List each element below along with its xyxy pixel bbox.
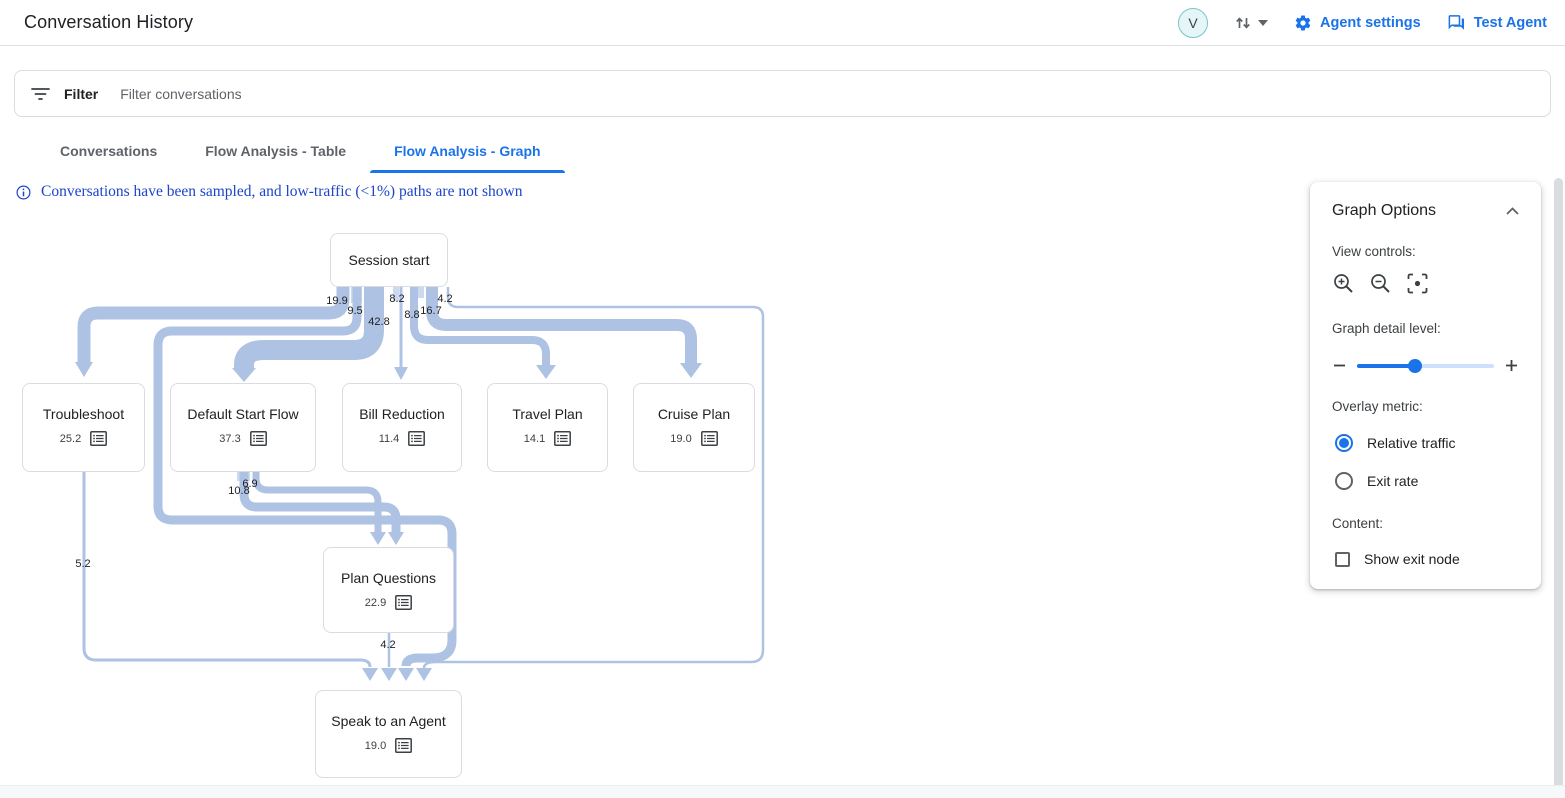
tab-flow-analysis-table[interactable]: Flow Analysis - Table [205,143,347,159]
test-agent-label: Test Agent [1473,14,1547,31]
details-table-icon[interactable] [408,431,426,446]
zoom-out-icon[interactable] [1369,272,1392,295]
edge-label: 9.5 [347,305,363,317]
node-value: 37.3 [219,432,241,445]
edge-band-plan-questions-inner [252,470,382,532]
details-table-icon[interactable] [700,431,718,446]
sampling-notice: Conversations have been sampled, and low… [16,183,1565,201]
radio-label: Exit rate [1367,473,1419,489]
edge-band-travel-plan [410,287,550,366]
tab-conversations[interactable]: Conversations [60,143,158,159]
edge-label: 8.2 [389,293,405,305]
edge-label: 5.2 [75,558,91,570]
edge-label: 6.9 [242,478,258,490]
checkbox-show-exit-node[interactable]: Show exit node [1335,551,1519,567]
details-table-icon[interactable] [554,431,572,446]
node-title: Speak to an Agent [331,713,446,729]
node-session-start[interactable]: Session start [330,233,448,287]
edge-label: 42.8 [368,316,390,328]
node-speak-to-an-agent[interactable]: Speak to an Agent 19.0 [315,690,462,778]
avatar-letter: V [1188,14,1198,31]
edge-label: 4.2 [437,293,453,305]
test-agent-button[interactable]: Test Agent [1447,14,1547,32]
center-focus-icon[interactable] [1406,272,1429,295]
filter-input[interactable]: Filter conversations [120,85,242,102]
details-table-icon[interactable] [90,431,108,446]
node-title: Plan Questions [341,570,436,586]
tab-flow-analysis-graph[interactable]: Flow Analysis - Graph [370,131,565,173]
radio-unselected-icon [1335,472,1353,490]
filter-icon [31,87,50,100]
tab-bar: Conversations Flow Analysis - Table Flow… [36,131,1565,173]
node-value: 22.9 [364,596,387,609]
vertical-scrollbar[interactable] [1554,178,1563,796]
collapse-chevron-up-icon[interactable] [1506,207,1519,215]
graph-options-title: Graph Options [1332,202,1437,219]
radio-relative-traffic[interactable]: Relative traffic [1335,434,1519,452]
edge-label: 19.9 [326,295,348,307]
checkbox-icon [1335,551,1350,567]
edge-band-plan-questions-outer [239,470,401,532]
node-title: Bill Reduction [359,406,445,422]
sampling-notice-text: Conversations have been sampled, and low… [41,183,523,200]
details-table-icon[interactable] [249,431,267,446]
edge-band-troubleshoot [77,287,350,363]
edge-band-right-loop [422,287,765,669]
radio-exit-rate[interactable]: Exit rate [1335,472,1519,490]
checkbox-label: Show exit node [1364,551,1460,567]
content-label: Content: [1332,516,1384,531]
top-bar: Conversation History V Agent settings [0,0,1565,46]
horizontal-scrollbar-track[interactable] [0,785,1565,798]
details-table-icon[interactable] [395,595,413,610]
avatar[interactable]: V [1177,7,1208,38]
graph-detail-label: Graph detail level: [1332,321,1441,336]
detail-plus-icon[interactable] [1504,358,1519,373]
node-value: 11.4 [378,432,400,445]
node-title: Default Start Flow [187,406,299,422]
node-title: Session start [348,252,430,268]
node-travel-plan[interactable]: Travel Plan 14.1 [487,383,608,472]
zoom-in-icon[interactable] [1332,272,1355,295]
sort-control[interactable] [1234,14,1268,32]
graph-options-panel: Graph Options View controls: Graph det [1310,182,1541,589]
agent-settings-button[interactable]: Agent settings [1294,14,1421,32]
details-table-icon[interactable] [395,738,413,753]
node-troubleshoot[interactable]: Troubleshoot 25.2 [22,383,145,472]
info-icon [16,185,31,199]
node-cruise-plan[interactable]: Cruise Plan 19.0 [633,383,755,472]
edge-label: 4.2 [380,639,396,651]
edge-label: 16.7 [420,305,442,317]
node-value: 19.0 [670,432,692,445]
node-default-start-flow[interactable]: Default Start Flow 37.3 [170,383,316,472]
filter-bar[interactable]: Filter Filter conversations [14,70,1551,117]
node-value: 19.0 [364,739,387,752]
detail-level-slider[interactable] [1357,358,1494,373]
agent-settings-label: Agent settings [1319,14,1421,31]
sort-arrows-icon [1236,16,1250,29]
filter-label: Filter [64,85,99,102]
gear-icon [1295,15,1311,30]
node-title: Troubleshoot [42,406,125,422]
edge-band-cruise-plan [426,287,697,364]
node-title: Travel Plan [512,406,583,422]
node-title: Cruise Plan [657,406,731,422]
node-bill-reduction[interactable]: Bill Reduction 11.4 [342,383,462,472]
edge-label: 10.8 [228,485,250,497]
chat-icon [1448,14,1464,30]
radio-selected-icon [1335,434,1353,452]
chevron-down-icon [1257,19,1268,26]
node-value: 25.2 [59,432,82,445]
edge-band-default-start-flow [234,287,384,369]
view-controls-label: View controls: [1332,244,1416,259]
edge-label: 8.8 [404,309,420,321]
node-value: 14.1 [523,432,546,445]
slider-thumb[interactable] [1407,358,1422,373]
page-title: Conversation History [24,12,194,32]
detail-minus-icon[interactable] [1332,358,1347,373]
node-plan-questions[interactable]: Plan Questions 22.9 [323,547,454,633]
radio-label: Relative traffic [1367,435,1456,451]
overlay-metric-label: Overlay metric: [1332,399,1423,414]
